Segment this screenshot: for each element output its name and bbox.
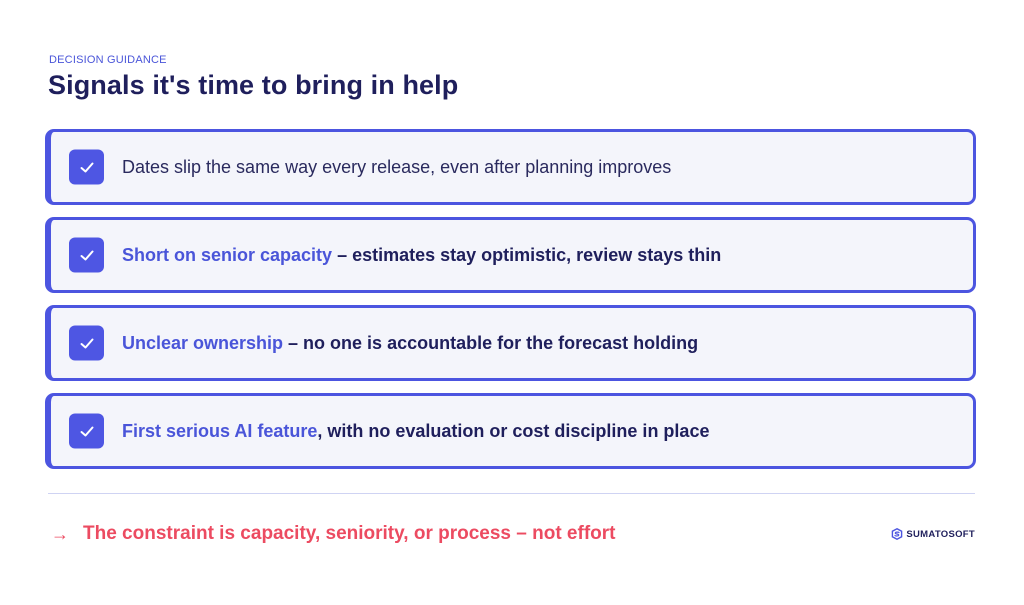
signal-description: Dates slip the same way every release, e… [122, 156, 672, 177]
signal-text: Short on senior capacity – estimates sta… [122, 245, 721, 266]
signal-description: – estimates stay optimistic, review stay… [332, 244, 722, 265]
signal-highlight: First serious AI feature [122, 420, 318, 441]
signal-highlight: Short on senior capacity [122, 244, 333, 265]
signal-card-first-ai-feature: First serious AI feature, with no evalua… [45, 393, 976, 469]
check-icon [69, 413, 104, 449]
eyebrow-label: DECISION GUIDANCE [49, 54, 167, 66]
check-icon [69, 149, 104, 185]
signal-description: , with no evaluation or cost discipline … [317, 420, 710, 441]
signal-description: – no one is accountable for the forecast… [283, 332, 699, 353]
signal-card-dates-slip: Dates slip the same way every release, e… [45, 129, 976, 205]
check-icon [69, 237, 104, 273]
signal-card-unclear-ownership: Unclear ownership – no one is accountabl… [45, 305, 976, 381]
divider [48, 493, 975, 494]
footer-note-text: The constraint is capacity, seniority, o… [83, 523, 616, 544]
page-title: Signals it's time to bring in help [48, 70, 459, 100]
signal-text: Dates slip the same way every release, e… [122, 157, 671, 178]
brand-name: SUMATOSOFT [906, 528, 975, 540]
footer-note: → The constraint is capacity, seniority,… [51, 523, 615, 545]
check-icon [69, 325, 104, 361]
signals-list: Dates slip the same way every release, e… [45, 129, 976, 481]
sumatosoft-logo-icon [892, 528, 903, 540]
signal-text: Unclear ownership – no one is accountabl… [122, 333, 698, 354]
signal-card-senior-capacity: Short on senior capacity – estimates sta… [45, 217, 976, 293]
signal-text: First serious AI feature, with no evalua… [122, 421, 709, 442]
arrow-right-icon: → [51, 523, 69, 544]
brand-logo: SUMATOSOFT [891, 528, 975, 540]
signal-highlight: Unclear ownership [122, 332, 284, 353]
